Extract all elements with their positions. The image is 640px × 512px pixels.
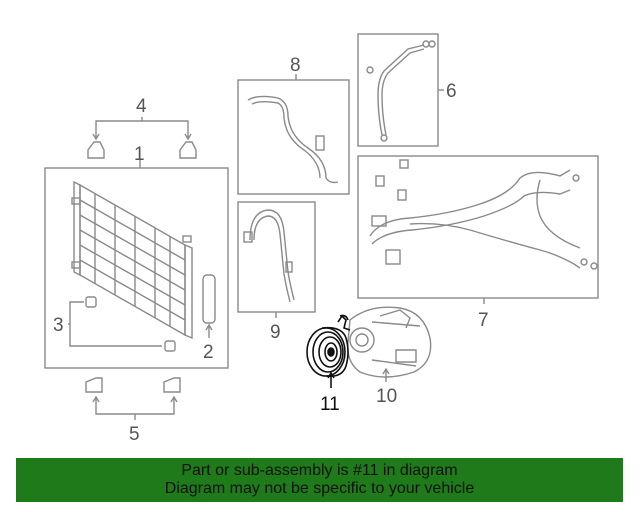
callout-3: 3 bbox=[53, 315, 64, 336]
bracket-lower-part-icon bbox=[85, 377, 181, 393]
condenser-part-icon bbox=[71, 180, 193, 340]
pipe-part-6-icon bbox=[377, 44, 425, 136]
part-9-frame bbox=[237, 201, 316, 313]
part-8-frame bbox=[237, 79, 350, 195]
callout-4: 4 bbox=[136, 96, 147, 117]
leader-4 bbox=[95, 120, 189, 138]
callout-7: 7 bbox=[478, 310, 489, 331]
callout-11: 11 bbox=[320, 394, 340, 415]
pipe-part-7-icon bbox=[369, 169, 571, 237]
leader-3 bbox=[69, 301, 162, 347]
part-6-frame bbox=[357, 33, 439, 147]
leader-5 bbox=[95, 398, 175, 415]
callout-1: 1 bbox=[134, 144, 145, 165]
callout-5: 5 bbox=[129, 424, 140, 445]
banner-line-2: Diagram may not be specific to your vehi… bbox=[164, 480, 475, 497]
hose-part-8-icon bbox=[247, 95, 339, 184]
info-banner: Part or sub-assembly is #11 in diagram D… bbox=[16, 458, 623, 502]
part-1-frame bbox=[44, 167, 229, 369]
compressor-part-icon bbox=[347, 306, 432, 378]
parts-diagram: 1 2 3 4 5 6 7 8 9 10 11 bbox=[44, 33, 599, 445]
banner-line-1: Part or sub-assembly is #11 in diagram bbox=[181, 462, 458, 479]
bracket-upper-part-icon bbox=[87, 141, 197, 159]
callout-6: 6 bbox=[446, 81, 457, 102]
callout-10: 10 bbox=[376, 386, 397, 407]
part-7-frame bbox=[357, 155, 599, 299]
clutch-part-icon bbox=[306, 314, 351, 388]
dryer-part-icon bbox=[202, 274, 216, 324]
mount-part-icon bbox=[85, 296, 176, 352]
callout-2: 2 bbox=[203, 342, 214, 363]
callout-9: 9 bbox=[270, 322, 281, 343]
callout-8: 8 bbox=[290, 55, 301, 76]
hose-part-9-icon bbox=[249, 209, 295, 301]
